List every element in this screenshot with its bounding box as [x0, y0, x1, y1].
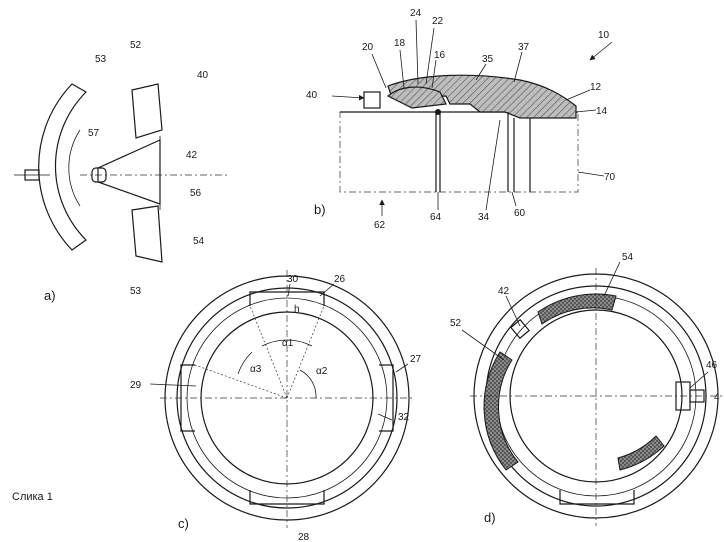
label-28: 28: [298, 532, 310, 542]
figure-d: 42 54 52 46 4 d): [450, 252, 724, 526]
clip-42: [510, 318, 530, 340]
label-32: 32: [398, 412, 410, 423]
label-4d: 4: [714, 392, 720, 403]
arrow-40: [331, 94, 365, 101]
label-70: 70: [604, 172, 616, 183]
label-alpha3: α3: [250, 364, 262, 375]
label-26: 26: [334, 274, 346, 285]
seal-arc-inner-line: [68, 129, 81, 207]
clip-wedge: [97, 139, 161, 205]
leader-32: [377, 413, 393, 421]
label-16: 16: [434, 50, 446, 61]
clip-segment-52: [483, 351, 519, 471]
label-40b: 40: [306, 90, 318, 101]
label-22: 22: [432, 16, 444, 27]
clip-lower-block: [131, 205, 163, 263]
figure-b: 10 24 22 20 18 16 35 37 12 14 40 70 62 6…: [306, 8, 616, 231]
label-52d: 52: [450, 318, 462, 329]
label-62: 62: [374, 220, 386, 231]
label-12: 12: [590, 82, 602, 93]
label-14: 14: [596, 106, 608, 117]
leader-30: [287, 283, 291, 297]
clip-segment-54: [537, 293, 617, 325]
figure-c: 30 26 h α1 α3 α2 27 29 32 28 c): [130, 270, 422, 542]
label-60: 60: [514, 208, 526, 219]
label-alpha2: α2: [316, 366, 328, 377]
panel-label-d: d): [484, 510, 496, 525]
ray-b: [286, 305, 325, 399]
label-53: 53: [95, 54, 107, 65]
label-40: 40: [197, 70, 209, 81]
leader-35: [475, 63, 487, 81]
leader-22: [425, 27, 435, 85]
arrow-10: [589, 41, 613, 61]
label-alpha1: α1: [282, 338, 294, 349]
label-h: h: [294, 304, 300, 315]
leader-37: [513, 51, 523, 83]
leader-46d: [689, 371, 709, 389]
figure-caption: Слика 1: [12, 491, 53, 503]
arc-a1: [261, 339, 313, 347]
leader-54d: [603, 261, 621, 297]
ray-a: [249, 305, 288, 399]
label-57: 57: [88, 128, 100, 139]
ray-c: [194, 364, 288, 399]
seal-ring: [386, 86, 447, 109]
clip-segment-bottom: [617, 435, 665, 471]
leader-70: [577, 171, 605, 177]
pipe-outline: [339, 111, 579, 193]
notch-right: [379, 364, 394, 432]
leader-29: [149, 383, 197, 387]
leader-16: [431, 59, 437, 89]
label-52: 52: [130, 40, 142, 51]
label-27: 27: [410, 354, 422, 365]
notch-bottom: [249, 490, 325, 505]
panel-label-a: a): [44, 288, 56, 303]
leader-60: [511, 191, 517, 207]
figure-a: 53 52 40 57 42 56 54 53 a): [14, 40, 230, 303]
label-54d: 54: [622, 252, 634, 263]
leader-12: [565, 89, 591, 101]
label-34: 34: [478, 212, 490, 223]
arc-a3: [237, 351, 253, 375]
label-46d: 46: [706, 360, 718, 371]
seal-point: [435, 109, 441, 115]
label-24: 24: [410, 8, 422, 19]
arc-a2: [299, 369, 317, 399]
label-10: 10: [598, 30, 610, 41]
clip-40: [363, 91, 381, 109]
label-54: 54: [193, 236, 205, 247]
label-53b: 53: [130, 286, 142, 297]
label-35: 35: [482, 54, 494, 65]
leader-26: [319, 283, 335, 297]
fitting-body: [387, 74, 577, 119]
leader-52d: [461, 329, 505, 361]
label-20: 20: [362, 42, 374, 53]
leader-20: [371, 53, 387, 89]
label-29: 29: [130, 380, 142, 391]
label-42: 42: [186, 150, 198, 161]
label-37: 37: [518, 42, 530, 53]
leader-18: [399, 49, 405, 89]
leader-27: [395, 363, 409, 373]
leader-34: [485, 119, 501, 211]
leader-24: [415, 19, 419, 85]
seal-arc-segment: [38, 83, 87, 251]
label-64: 64: [430, 212, 442, 223]
d-notch-bottom: [559, 490, 635, 505]
label-18: 18: [394, 38, 406, 49]
label-56: 56: [190, 188, 202, 199]
clip-upper-block: [131, 83, 163, 139]
label-30: 30: [287, 274, 299, 285]
panel-label-b: b): [314, 202, 326, 217]
label-42d: 42: [498, 286, 510, 297]
panel-label-c: c): [178, 516, 189, 531]
leader-14: [575, 109, 597, 113]
leader-42d: [505, 295, 521, 327]
